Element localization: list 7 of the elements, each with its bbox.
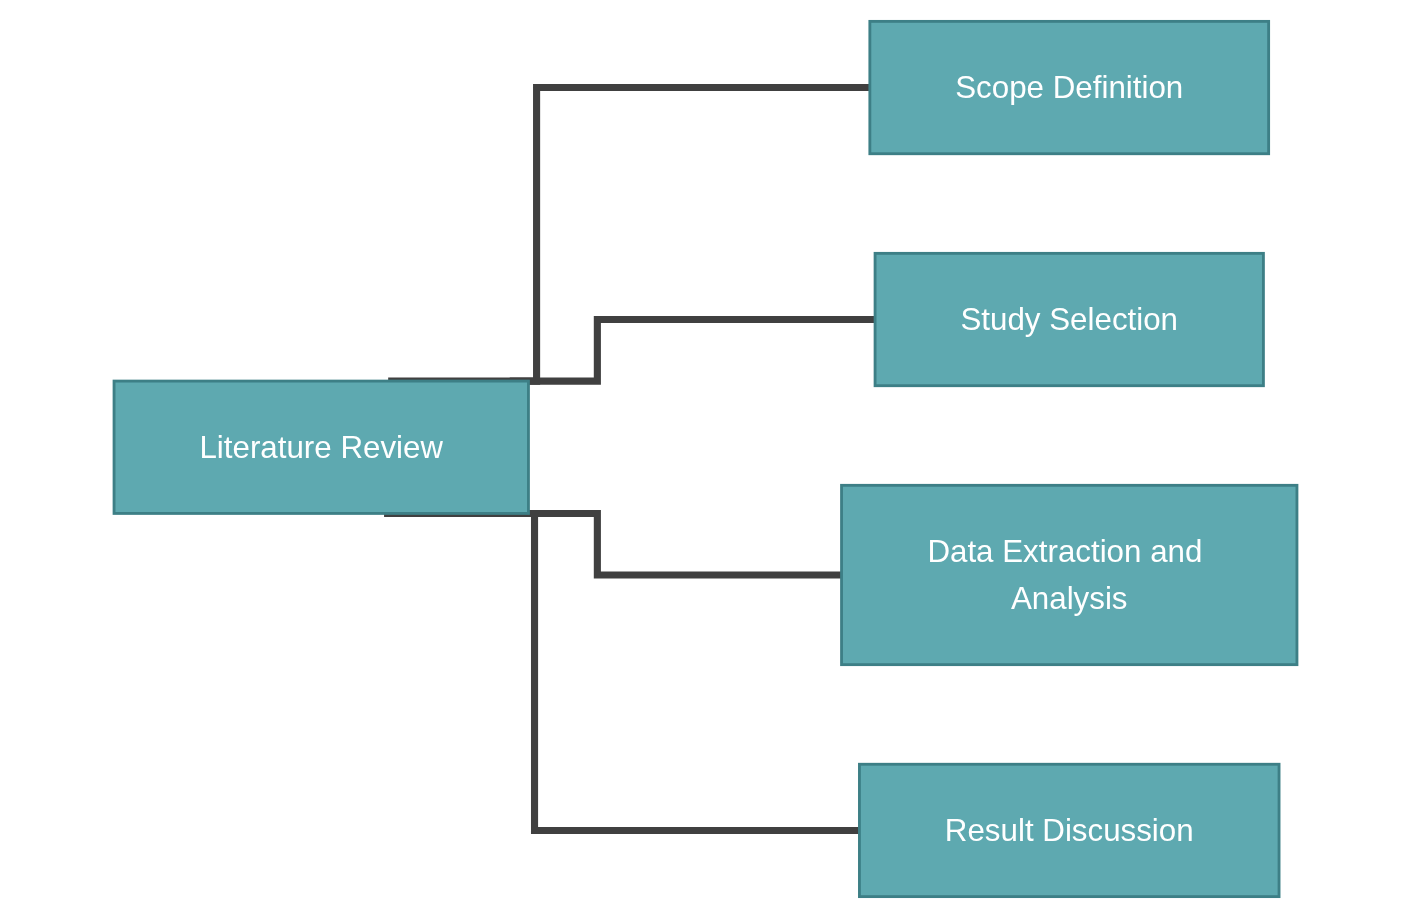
node-box: Literature Review	[112, 379, 530, 515]
node-box: Result Discussion	[858, 762, 1281, 899]
connector	[384, 509, 860, 834]
node-box: Data Extraction and Analysis	[840, 483, 1299, 667]
node-box: Study Selection	[873, 251, 1265, 388]
node-box: Scope Definition	[868, 19, 1271, 156]
connector	[509, 315, 876, 385]
